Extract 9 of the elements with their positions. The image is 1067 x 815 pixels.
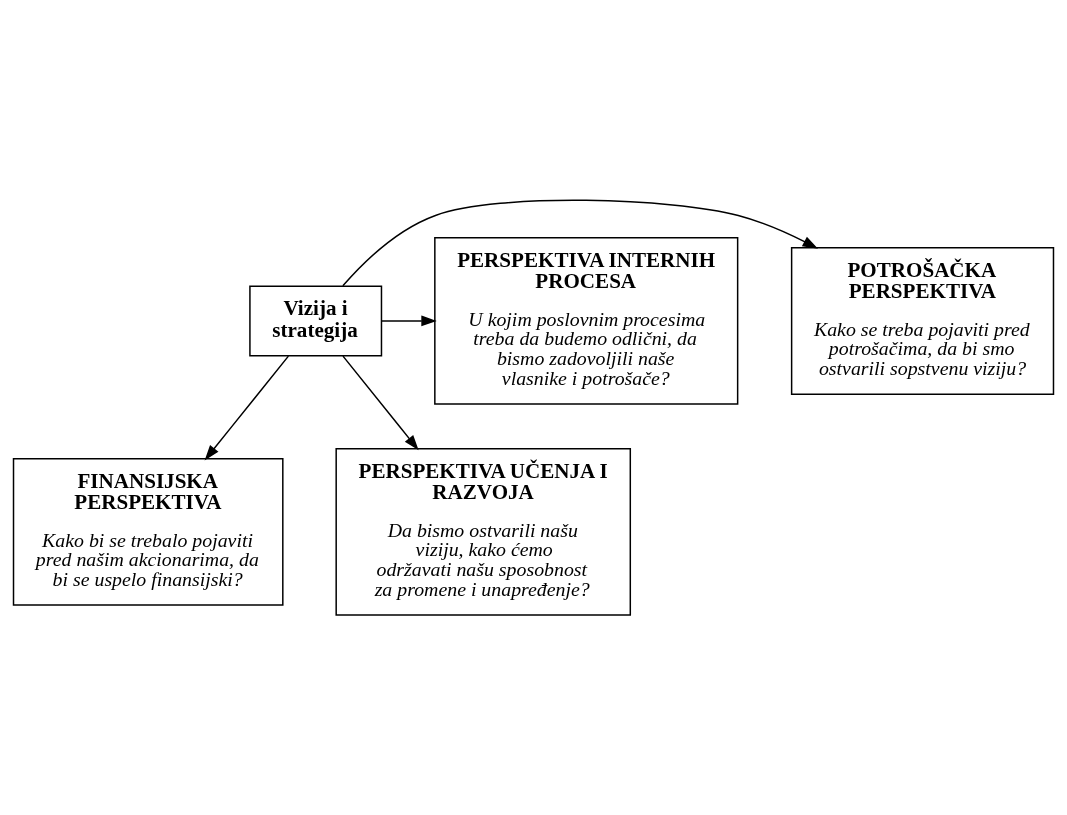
node-box: FINANSIJSKA PERSPEKTIVA Kako bi se trebalo pojaviti pred našim akcionarima, da bi se uspelo finansijski? xyxy=(12,457,284,606)
node-box: POTROŠAČKA PERSPEKTIVA Kako se treba pojaviti pred potrošačima, da bi smo ostvarili sopstvenu viziju? xyxy=(790,246,1055,395)
arrow xyxy=(381,315,437,327)
arrow xyxy=(204,355,290,461)
node-box: PERSPEKTIVA INTERNIH PROCESA U kojim poslovnim procesima treba da budemo odlični, da bismo zadovoljili naše vlasnike i potrošače? xyxy=(434,237,739,405)
node-box: Vizija i strategija xyxy=(249,285,383,357)
arrow xyxy=(342,355,419,451)
node-box: PERSPEKTIVA UČENJA I RAZVOJA Da bismo ostvarili našu viziju, kako ćemo održavati našu sposobnost za promene i unapređenje? xyxy=(335,448,632,616)
arrow xyxy=(342,199,819,287)
